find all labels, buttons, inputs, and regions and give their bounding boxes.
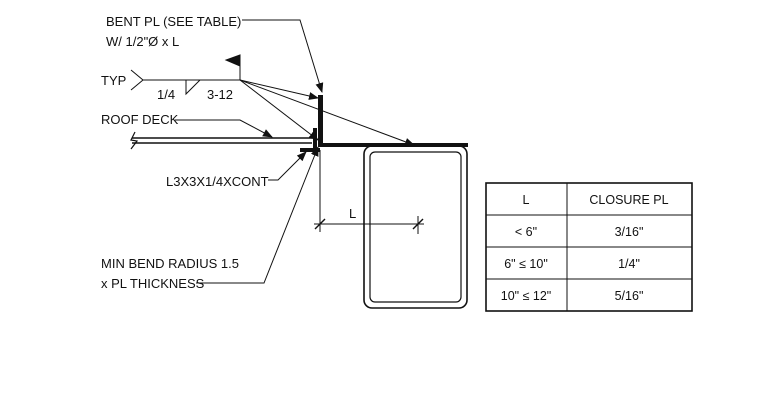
table-cell: 10" ≤ 12": [501, 289, 552, 303]
leader-roof-deck: [175, 119, 273, 138]
typ-label: TYP: [101, 73, 126, 88]
weld-pitch-label: 3-12: [207, 87, 233, 102]
leader-bend-radius: [196, 146, 319, 284]
table-cell: 3/16": [615, 225, 644, 239]
bent-plate-label-1: BENT PL (SEE TABLE): [106, 14, 241, 29]
leader-angle: [268, 151, 307, 181]
dimension-l: [314, 150, 424, 234]
table-header-closure-pl: CLOSURE PL: [589, 193, 668, 207]
roof-deck-label: ROOF DECK: [101, 112, 179, 127]
weld-symbol: [130, 54, 415, 146]
bent-plate: [318, 95, 468, 147]
table-cell: < 6": [515, 225, 537, 239]
angle-label: L3X3X1/4XCONT: [166, 174, 269, 189]
table-cell: 1/4": [618, 257, 640, 271]
table-cell: 6" ≤ 10": [504, 257, 548, 271]
weld-size-label: 1/4: [157, 87, 175, 102]
bent-plate-label-2: W/ 1/2"Ø x L: [106, 34, 179, 49]
bend-radius-label-1: MIN BEND RADIUS 1.5: [101, 256, 239, 271]
table-header-l: L: [523, 193, 530, 207]
leader-bent-plate: [242, 19, 324, 93]
table-cell: 5/16": [615, 289, 644, 303]
roof-deck: [130, 131, 312, 150]
dimension-l-label: L: [349, 206, 356, 221]
closure-plate-table: L CLOSURE PL < 6" 3/16" 6" ≤ 10" 1/4" 10…: [485, 182, 693, 312]
bend-radius-label-2: x PL THICKNESS: [101, 276, 205, 291]
